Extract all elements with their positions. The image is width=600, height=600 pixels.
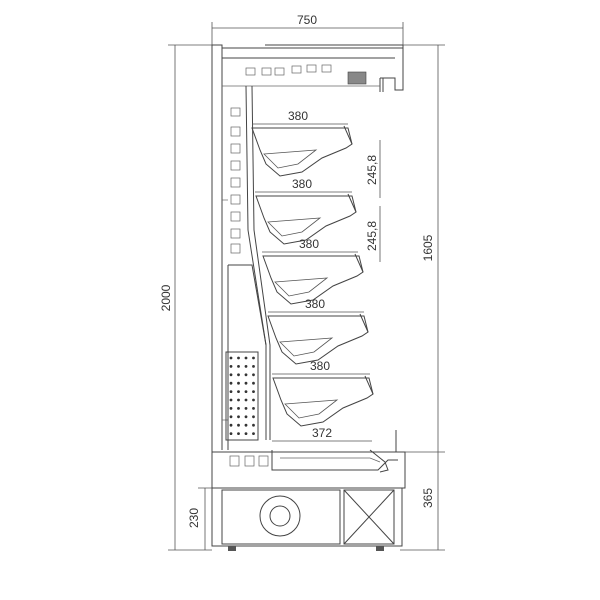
- shelf: [272, 375, 374, 427]
- perforation-dot: [237, 415, 240, 419]
- fan-height-label: 230: [187, 508, 201, 528]
- perforation-dot: [229, 423, 233, 427]
- perforation-dot: [252, 356, 255, 360]
- perforation-dot: [237, 356, 240, 360]
- perforation-dot: [252, 432, 255, 435]
- perforation-dot: [252, 373, 255, 377]
- perforation-dot: [244, 356, 248, 360]
- perforation-dot: [244, 432, 248, 435]
- cabinet-body: [211, 44, 404, 488]
- upper-height-dimension: 1605: [400, 44, 445, 453]
- fan-icon: [259, 495, 301, 537]
- perforation-dot: [237, 381, 240, 385]
- fan-height-dimension: 230: [187, 487, 215, 550]
- perforation-dot: [244, 390, 248, 393]
- perforated-panel: [225, 351, 259, 441]
- perforation-dot: [229, 390, 233, 393]
- perforation-dot: [252, 415, 255, 419]
- perforation-dot: [229, 356, 233, 360]
- perforation-dot: [237, 407, 240, 410]
- shelf: [262, 253, 364, 305]
- perforation-dot: [244, 381, 248, 385]
- shelf: [255, 193, 357, 245]
- perforation-dot: [244, 398, 248, 402]
- shelf: [267, 313, 369, 365]
- perforation-dot: [229, 373, 233, 377]
- shelf-spacing-label: 245,8: [365, 155, 379, 185]
- perforation-dot: [252, 381, 255, 385]
- perforation-dot: [237, 398, 240, 402]
- shelf-depth-label: 380: [305, 297, 325, 311]
- perforation-dot: [237, 423, 240, 427]
- perforation-dot: [244, 423, 248, 427]
- shelf-depth-label: 380: [299, 237, 319, 251]
- light-fixture: [347, 71, 367, 85]
- control-panel: [222, 64, 380, 87]
- perforation-dot: [244, 415, 248, 419]
- shelf-spacing-label: 245,8: [365, 221, 379, 251]
- shelves: [251, 125, 374, 427]
- base-height-dimension: 365: [400, 452, 445, 551]
- perforation-dot: [244, 365, 248, 368]
- overall-height-dimension: 2000: [159, 44, 212, 551]
- perforation-dot: [252, 423, 255, 427]
- shelf-depth-label: 380: [310, 359, 330, 373]
- perforation-dot: [237, 365, 240, 368]
- perforation-dot: [237, 390, 240, 393]
- perforation-dot: [229, 365, 233, 368]
- perforation-dot: [237, 432, 240, 435]
- shelf-spacing-dimensions: 245,8 245,8: [365, 140, 381, 262]
- bottom-depth-label: 372: [312, 426, 332, 440]
- perforation-dot: [244, 407, 248, 410]
- base-unit: [211, 487, 403, 551]
- width-dimension: 750: [211, 13, 404, 48]
- compressor-box: [343, 489, 395, 545]
- perforation-dot: [229, 432, 233, 435]
- bottom-deck: [211, 430, 406, 489]
- perforation-dot: [237, 373, 240, 377]
- perforation-dot: [229, 381, 233, 385]
- width-label: 750: [297, 13, 317, 27]
- side-panel-squares: [230, 107, 241, 254]
- upper-height-label: 1605: [421, 234, 435, 261]
- shelf-depth-label: 380: [288, 109, 308, 123]
- overall-height-label: 2000: [159, 284, 173, 311]
- perforation-dot: [244, 373, 248, 377]
- perforation-dot: [252, 390, 255, 393]
- shelf: [251, 125, 353, 177]
- shelf-depth-label: 380: [292, 177, 312, 191]
- perforation-dot: [229, 415, 233, 419]
- perforation-dot: [229, 407, 233, 410]
- perforation-dot: [252, 398, 255, 402]
- perforation-dot: [229, 398, 233, 402]
- back-duct: [227, 85, 271, 450]
- perforation-dot: [252, 365, 255, 368]
- perforation-dot: [252, 407, 255, 410]
- base-height-label: 365: [421, 488, 435, 508]
- shelf-depth-dimensions: 380 380 380 380 380 372: [252, 109, 372, 442]
